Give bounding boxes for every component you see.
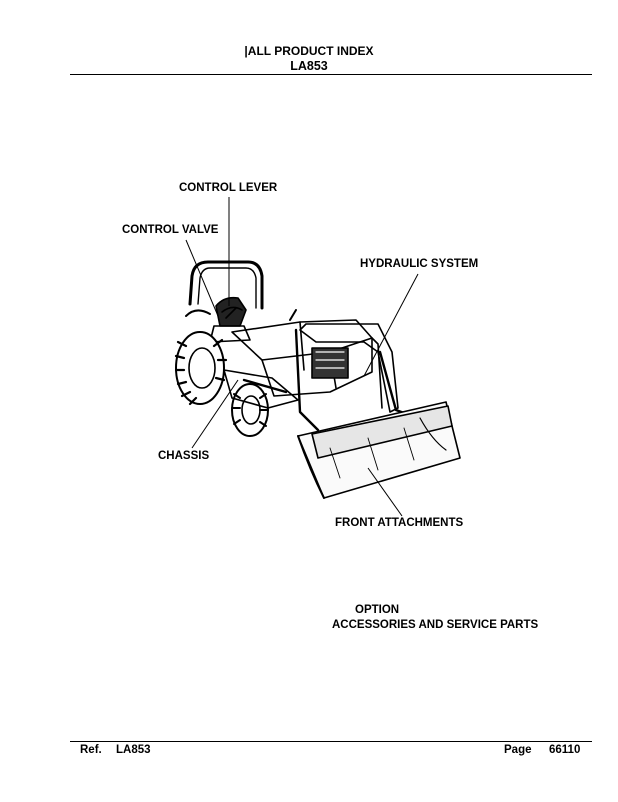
- footer-divider: [70, 741, 592, 742]
- accessories-service-parts-label: ACCESSORIES AND SERVICE PARTS: [332, 619, 539, 631]
- ref-value: LA853: [116, 744, 151, 756]
- hydraulic-system-leader: [363, 273, 419, 377]
- chassis-leader: [191, 379, 239, 449]
- model-number: LA853: [290, 59, 328, 73]
- ref-label: Ref.: [80, 744, 102, 756]
- callout-control-valve: CONTROL VALVE: [122, 224, 219, 236]
- option-label: OPTION: [355, 604, 400, 616]
- front-attachments-leader: [367, 467, 403, 517]
- callout-control-lever: CONTROL LEVER: [179, 182, 278, 194]
- header-divider: [70, 74, 592, 75]
- callout-front-attachments: FRONT ATTACHMENTS: [335, 517, 464, 529]
- page-number: 66110: [549, 744, 581, 756]
- page-label: Page: [504, 744, 532, 756]
- index-title: |ALL PRODUCT INDEX: [244, 44, 374, 58]
- control-valve-leader: [185, 239, 219, 317]
- callout-chassis: CHASSIS: [158, 450, 210, 462]
- callout-hydraulic-system: HYDRAULIC SYSTEM: [360, 258, 479, 270]
